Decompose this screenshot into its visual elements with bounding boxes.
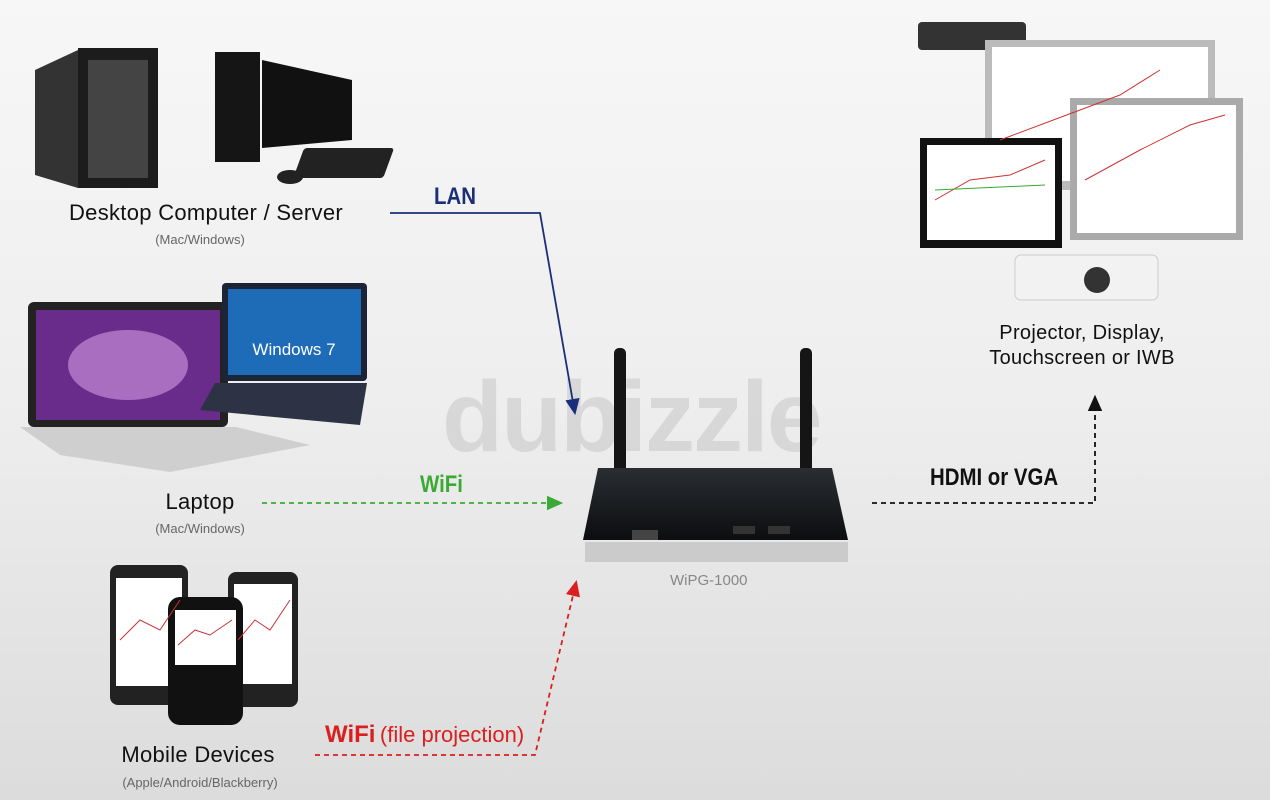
device-name: WiPG-1000: [670, 572, 748, 589]
wifi-file-label-suffix: (file projection): [379, 722, 525, 747]
macbook-icon: [20, 302, 310, 472]
displays-icon: [918, 22, 1243, 301]
desktop-label: Desktop Computer / Server: [68, 200, 344, 225]
windows-laptop-icon: Windows 7: [200, 283, 367, 425]
watermark: dubizzle: [442, 361, 822, 473]
output-line1: Projector, Display,: [999, 322, 1165, 344]
desktop-computer-icon: [215, 52, 394, 184]
wifi-file-line: [315, 579, 580, 756]
wifi-file-label-main: WiFi: [325, 721, 376, 748]
mobile-sub: (Apple/Android/Blackberry): [122, 775, 278, 790]
wifi-label: WiFi: [420, 471, 463, 498]
desktop-sub: (Mac/Windows): [155, 232, 245, 247]
server-icon: [35, 48, 158, 188]
lan-label: LAN: [434, 183, 476, 210]
laptop-sub: (Mac/Windows): [155, 521, 245, 536]
hdmi-label: HDMI or VGA: [930, 464, 1059, 491]
laptop-label: Laptop: [165, 489, 235, 514]
wipg-router-icon: [583, 348, 848, 562]
mobile-devices-icon: [110, 565, 298, 725]
lan-line: [390, 212, 580, 416]
mobile-label: Mobile Devices: [121, 742, 275, 767]
output-line2: Touchscreen or IWB: [989, 347, 1175, 369]
windows-text: Windows 7: [252, 340, 335, 359]
hdmi-line: [872, 394, 1103, 504]
wifi-file-label: WiFi (file projection): [325, 721, 524, 749]
